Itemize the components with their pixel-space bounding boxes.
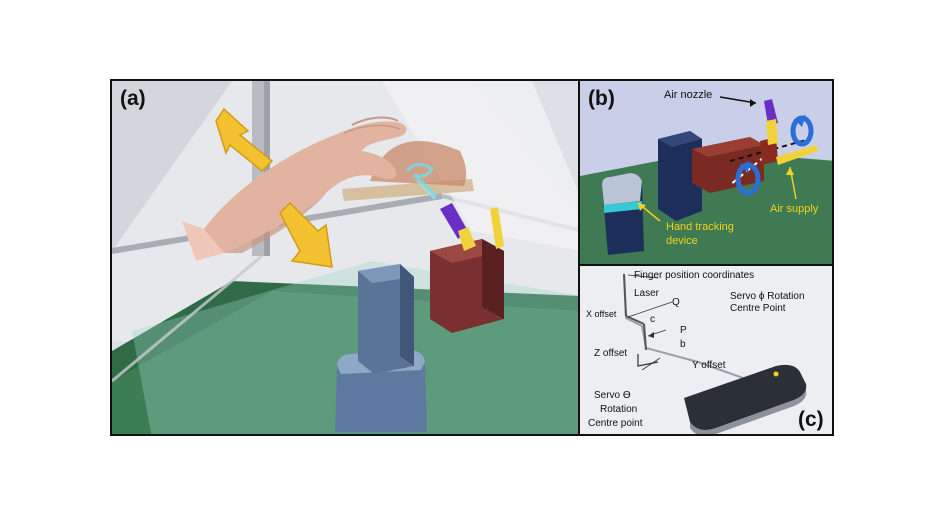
panel-c-illustration [580, 266, 832, 434]
y-offset-label: Y offset [692, 360, 726, 371]
air-supply-tube [490, 207, 504, 249]
red-block [692, 137, 764, 193]
panel-c-label: (c) [798, 408, 824, 431]
servo-theta-label-line1: Servo ϴ [594, 390, 631, 401]
hand-tracking-label-line2: device [666, 235, 698, 247]
laser-label: Laser [634, 288, 660, 299]
rotation-arrow-icon [790, 115, 814, 147]
arrow-down-icon [279, 201, 333, 268]
air-supply-tube [776, 145, 818, 165]
hand-illustration [182, 116, 407, 261]
air-supply-label: Air supply [770, 203, 819, 215]
arrow-up-icon [215, 107, 274, 173]
navy-block [658, 131, 702, 221]
panel-a-scene: (a) [110, 79, 580, 436]
panel-b-scene: (b) Air nozzle Hand tracking device Air … [578, 79, 834, 266]
air-nozzle [440, 203, 476, 251]
air-nozzle-label: Air nozzle [664, 89, 713, 101]
c-label: c [650, 314, 655, 325]
panel-b-illustration [580, 81, 832, 264]
finger-position-label: Finger position coordinates [634, 270, 755, 281]
panel-a-label: (a) [120, 87, 146, 110]
panel-c-diagram: Finger position coordinates Laser Q Serv… [578, 264, 834, 436]
q-label: Q [672, 297, 680, 308]
hand-tracking-device [602, 173, 644, 255]
x-offset-label: X offset [586, 309, 617, 319]
servo-theta-label-line2: Rotation [600, 404, 638, 415]
air-nozzle [764, 99, 778, 145]
p-label: P [680, 325, 687, 336]
panel-a-illustration [112, 81, 578, 434]
z-offset-label: Z offset [594, 348, 628, 359]
panel-b-label: (b) [588, 87, 615, 110]
rotation-arrow-icon [735, 161, 761, 196]
red-block [430, 239, 504, 333]
b-label: b [680, 339, 686, 350]
servo-phi-label-line2: Centre Point [730, 303, 786, 314]
hand-tracking-device [684, 364, 807, 434]
servo-theta-label-line3: Centre point [588, 418, 643, 429]
blue-block [358, 264, 414, 374]
hand-tracking-label-line1: Hand tracking [666, 221, 734, 233]
servo-phi-label-line1: Servo ϕ Rotation [730, 291, 805, 302]
